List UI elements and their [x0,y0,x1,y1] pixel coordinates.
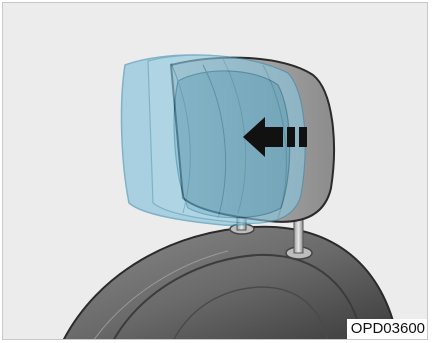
figure-code: OPD03600 [346,319,427,339]
diagram-figure: OPD03600 [2,2,428,340]
headrest-forward-ghost [120,54,306,226]
headrest-illustration [62,54,399,339]
forward-arrow-icon [243,117,307,157]
seat-back [62,225,399,339]
